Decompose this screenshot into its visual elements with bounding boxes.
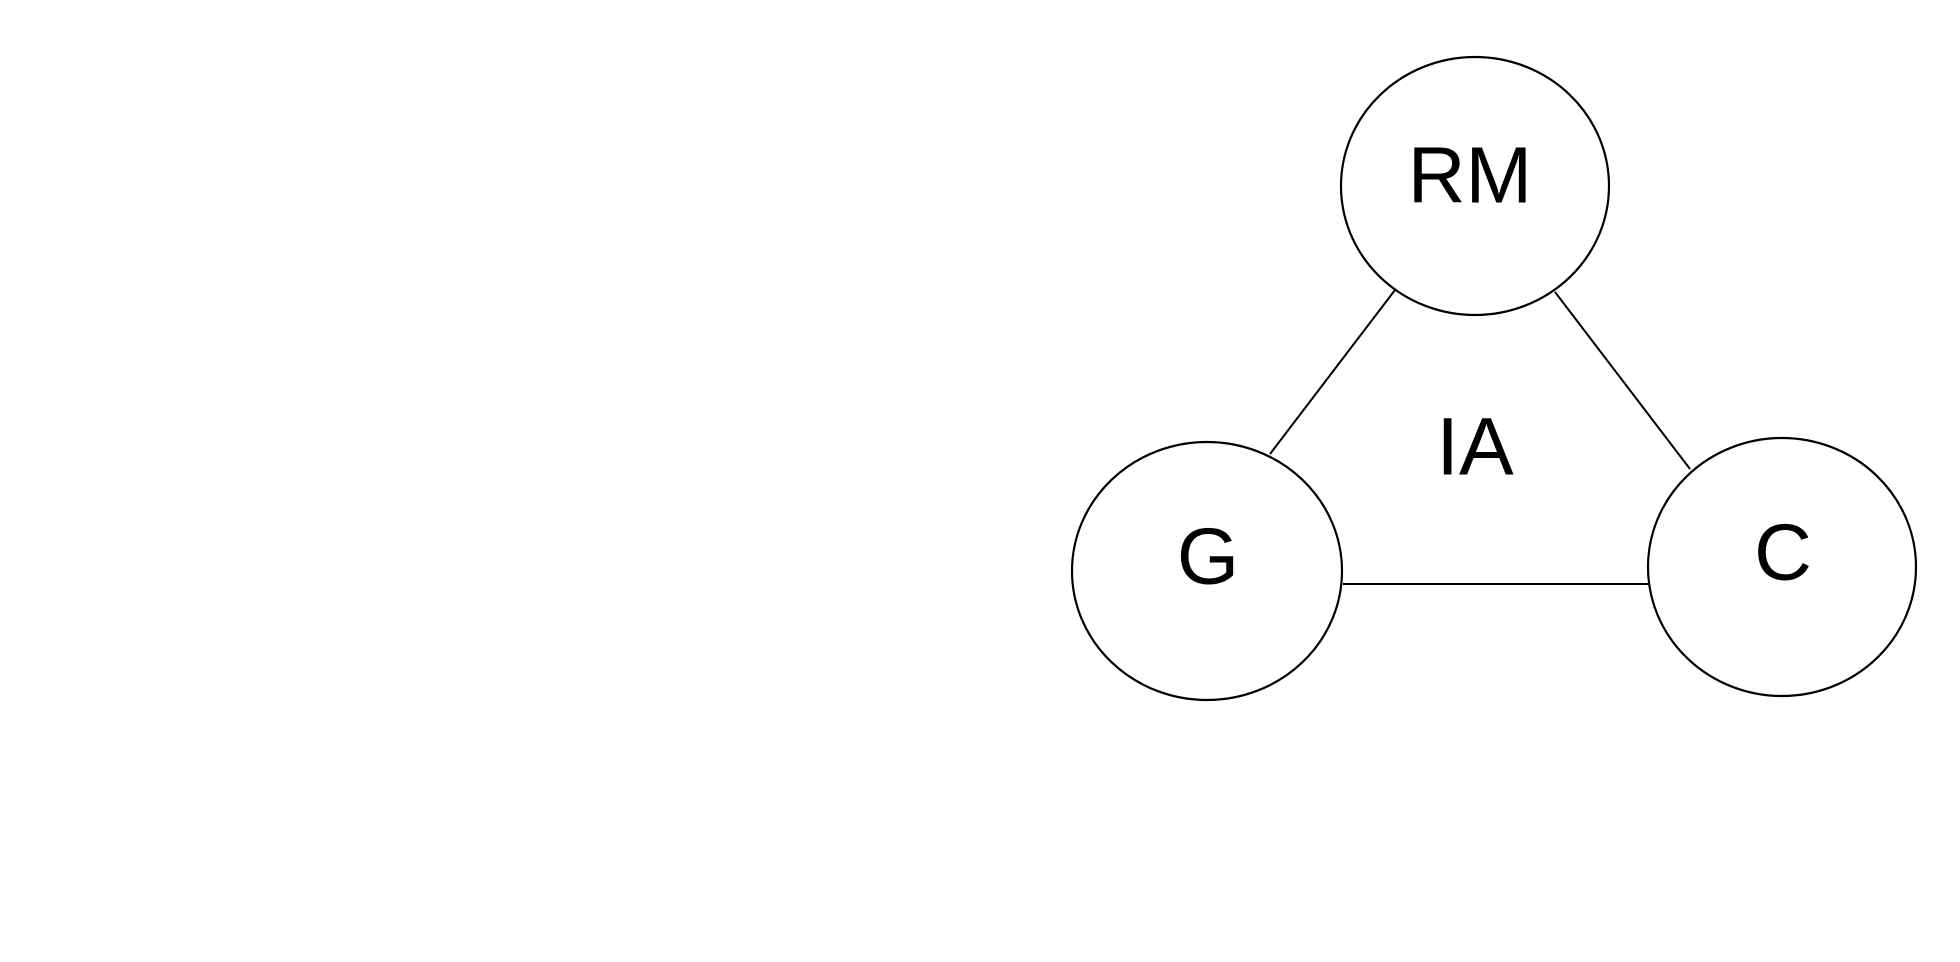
edge-rm-c — [1554, 291, 1691, 470]
node-c-label: C — [1754, 508, 1812, 597]
edge-rm-g — [1269, 289, 1396, 455]
node-c: C — [1646, 436, 1918, 698]
node-rm: RM — [1339, 55, 1611, 317]
node-g: G — [1070, 440, 1344, 702]
node-rm-label: RM — [1408, 131, 1532, 220]
center-label: IA — [1436, 402, 1514, 493]
node-g-label: G — [1177, 512, 1239, 601]
